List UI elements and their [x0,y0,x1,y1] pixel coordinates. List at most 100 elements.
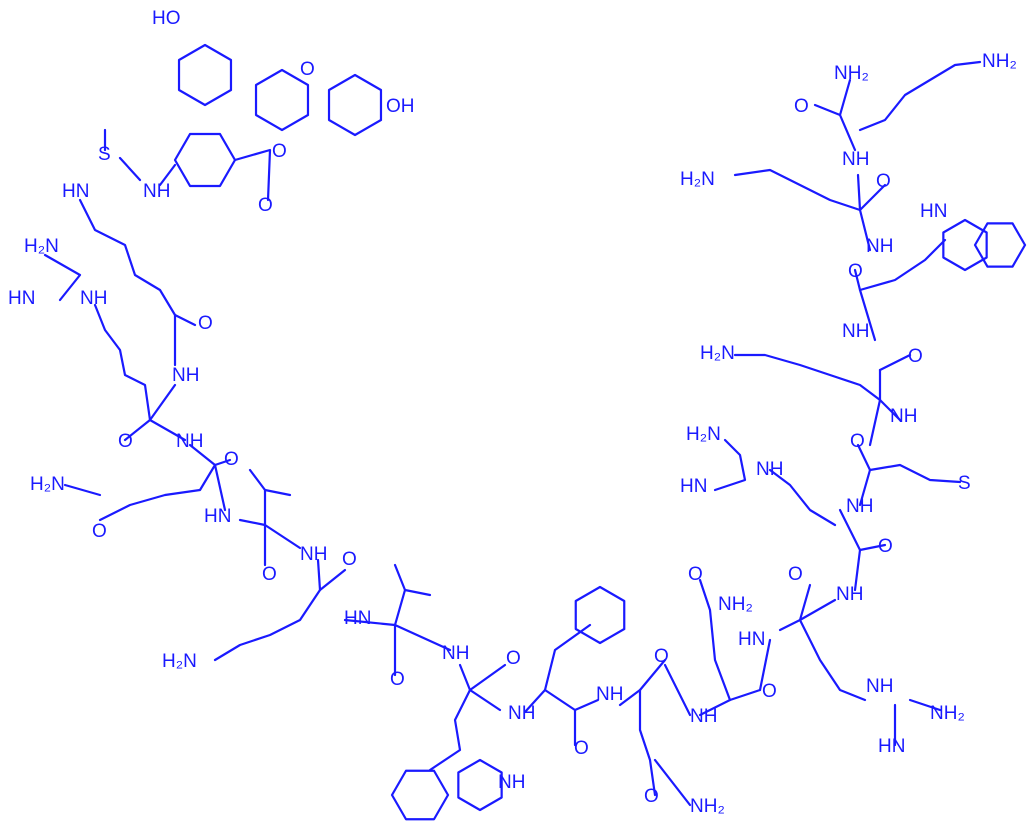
bond-line [158,163,177,187]
bond-line [173,132,237,188]
atom-label: NH [842,321,869,342]
atom-label: NH [80,288,107,309]
atom-label: NH [890,406,917,427]
bond-line [768,468,837,527]
atom-label: H₂N [700,343,735,364]
atom-label: O [262,564,277,585]
bond-line [778,583,812,632]
bond-line [573,698,600,712]
atom-label: NH₂ [834,63,869,84]
atom-label: NH [508,703,535,724]
atom-label: H₂N [162,651,197,672]
atom-label: O [390,669,405,690]
bond-line [574,585,626,645]
atom-label: O [574,738,589,759]
atom-label: NH₂ [930,703,965,724]
bond-line [858,60,982,132]
atom-label: NH₂ [718,594,753,615]
atom-label: O [876,171,891,192]
bond-line [457,758,503,812]
bond-line [213,588,322,662]
atom-label: O [198,313,213,334]
atom-label: O [300,59,315,80]
atom-label: O [654,646,669,667]
bond-line [856,173,862,212]
bond-line [543,623,592,692]
bond-line [343,563,407,627]
atom-label: NH [866,676,893,697]
atom-label: NH [143,181,170,202]
atom-label: NH [300,544,327,565]
atom-label: O [794,96,809,117]
atom-label: NH [690,706,717,727]
atom-label: O [224,449,239,470]
atom-label: HN [8,288,35,309]
bond-line [523,688,577,747]
bond-line [858,463,962,507]
atom-label: O [342,549,357,570]
bond-line [858,238,947,292]
atom-label: NH [498,772,525,793]
bond-line [93,303,152,422]
bond-line [798,618,867,702]
atom-label: O [272,141,287,162]
bond-line [798,598,837,622]
bonds [43,43,1027,821]
atom-label: HN [920,201,947,222]
bond-line [838,78,852,117]
atom-label: O [850,431,865,452]
bond-line [263,488,292,497]
atom-label: O [762,681,777,702]
bond-line [973,222,1027,268]
bond-line [177,43,233,107]
bond-line [878,353,912,372]
bond-line [838,508,862,552]
atom-label: HN [878,736,905,757]
atom-label: NH [176,431,203,452]
atom-label: HN [738,629,765,650]
atom-labels: HO O OH O O S HN NH H₂N HN NH O NH O NH O H₂N O HN O NH O HN H₂… [8,8,1017,817]
bond-line [403,588,432,597]
bond-line [813,103,857,152]
bond-line [98,463,217,522]
atom-label: O [788,564,803,585]
atom-label: O [118,431,133,452]
atom-label: NH [842,149,869,170]
atom-label: HN [344,608,371,629]
bond-line [713,438,747,492]
atom-label: O [688,564,703,585]
bond-line [468,688,502,712]
bond-line [856,443,872,472]
atom-label: O [506,648,521,669]
atom-label: S [958,473,971,494]
atom-label: H₂N [24,236,59,257]
bond-line [63,483,102,497]
bond-line [638,688,657,797]
atom-label: HN [680,476,707,497]
atom-label: NH₂ [690,796,725,817]
atom-label: H₂N [30,474,65,495]
atom-label: O [92,521,107,542]
bond-line [118,156,142,182]
atom-label: HN [62,181,89,202]
bond-line [148,418,187,442]
bond-line [908,698,942,712]
bond-line [327,73,383,137]
atom-label: NH₂ [982,51,1017,72]
atom-label: O [908,346,923,367]
bond-line [43,253,82,302]
atom-label: NH [836,584,863,605]
atom-label: HN [204,506,231,527]
bond-line [390,769,450,821]
bond-line [653,758,692,807]
atom-label: H₂N [686,424,721,445]
bond-line [458,663,507,692]
atom-label: OH [386,96,415,117]
bond-line [213,463,227,512]
atom-label: O [644,786,659,807]
atom-label: NH [866,236,893,257]
atom-label: S [98,144,111,165]
atom-label: HO [152,8,181,29]
